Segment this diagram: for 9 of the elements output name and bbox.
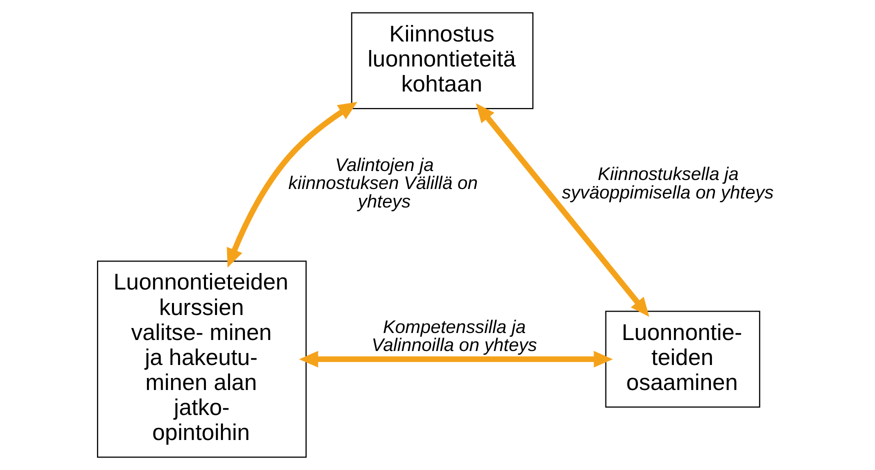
edge-label: Kompetenssilla ja Valinnoilla on yhteys [371,316,537,356]
arrow [475,103,649,317]
node-box: Luonnontieteiden kurssien valitse- minen ja hakeutu- minen alan jatko- opintoihin [96,260,306,458]
edge-label: Kiinnostuksella ja syväoppimisella on yhteys [561,163,774,202]
node-box: Kiinnostus luonnontieteitä kohtaan [350,12,533,110]
arrow [226,102,357,268]
arrow [298,350,612,368]
edge-label: Valintojen ja kiinnostuksen Välillä on yhteys [288,154,478,212]
node-box: Luonnontie- teiden osaaminen [604,310,760,408]
